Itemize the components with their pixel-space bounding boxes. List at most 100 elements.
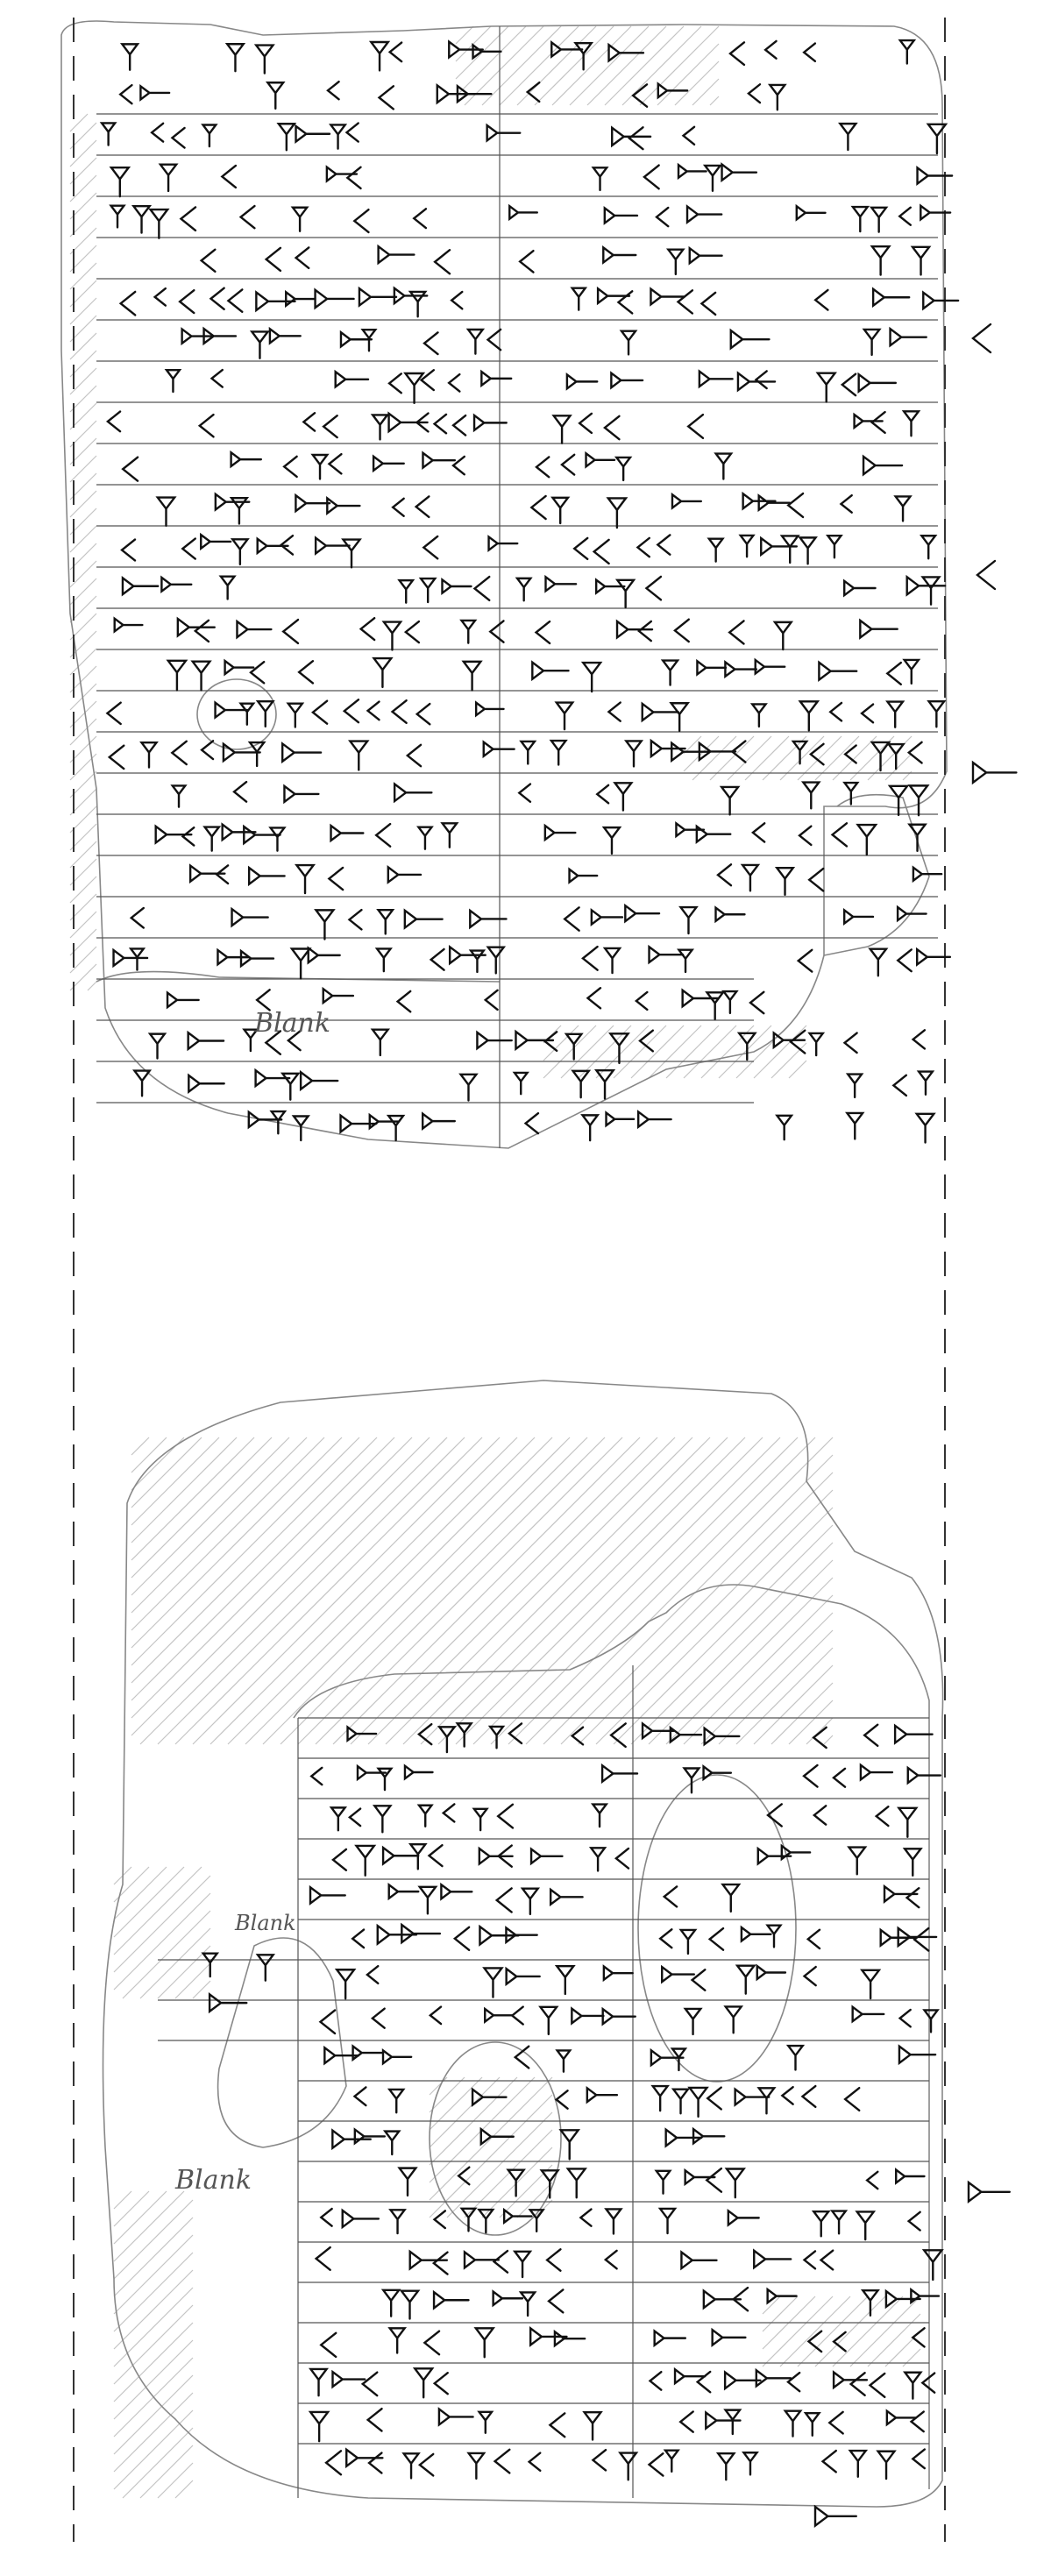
winkelhaken-wedge (366, 2407, 383, 2432)
hatch-line (481, 25, 562, 106)
cuneiform-wedge (554, 2090, 569, 2110)
vertical-wedge (477, 2410, 494, 2434)
cuneiform-wedge (265, 82, 286, 110)
cuneiform-wedge (222, 742, 261, 763)
horizontal-wedge (565, 373, 599, 391)
cuneiform-wedge (427, 1843, 444, 1868)
winkelhaken-wedge (264, 1030, 282, 1055)
hatch-line (516, 2182, 553, 2218)
horizontal-wedge (648, 944, 685, 965)
vertical-wedge (775, 1114, 794, 1141)
cuneiform-wedge (581, 945, 599, 971)
vertical-wedge (387, 2088, 406, 2114)
winkelhaken-wedge (911, 1029, 927, 1050)
horizontal-wedge (967, 2180, 1011, 2203)
horizontal-wedge (326, 496, 361, 515)
vertical-wedge (860, 1969, 882, 2000)
cuneiform-wedge (634, 990, 649, 1011)
cuneiform-wedge (506, 2168, 526, 2197)
horizontal-wedge (285, 289, 316, 309)
cuneiform-wedge (870, 410, 886, 435)
cuneiform-wedge (870, 245, 891, 276)
hatch-line (543, 1025, 597, 1079)
hatch-line (113, 1866, 167, 1920)
winkelhaken-wedge (728, 41, 746, 67)
vertical-wedge (166, 659, 188, 692)
cuneiform-wedge (802, 1965, 817, 1987)
winkelhaken-wedge (416, 1722, 433, 1746)
cuneiform-wedge (698, 369, 734, 389)
winkelhaken-wedge (472, 575, 491, 602)
cuneiform-wedge (760, 536, 799, 557)
horizontal-wedge (602, 1964, 634, 1983)
cuneiform-wedge (707, 1927, 725, 1951)
hatch-line (113, 1875, 211, 1973)
cuneiform-wedge (883, 1884, 919, 1904)
vertical-wedge (783, 2409, 803, 2438)
vertical-wedge (538, 2005, 559, 2036)
reverse-lacuna-right (637, 1774, 797, 2083)
horizontal-wedge (469, 908, 508, 930)
cuneiform-wedge (669, 1725, 703, 1744)
winkelhaken-wedge (351, 1928, 366, 1949)
horizontal-wedge (112, 947, 149, 969)
cuneiform-wedge (711, 2327, 747, 2347)
vertical-wedge (902, 2371, 923, 2400)
cuneiform-wedge (802, 1763, 819, 1788)
vertical-wedge (845, 1111, 865, 1140)
winkelhaken-wedge (486, 328, 502, 351)
horizontal-wedge (487, 535, 519, 552)
cuneiform-wedge (605, 1111, 636, 1128)
winkelhaken-wedge (898, 2008, 912, 2028)
winkelhaken-wedge (318, 2009, 337, 2035)
winkelhaken-wedge (513, 2045, 530, 2069)
cuneiform-wedge (471, 2087, 508, 2107)
vertical-wedge (862, 328, 882, 357)
horizontal-wedge (898, 2044, 937, 2066)
vertical-wedge (486, 946, 507, 975)
vertical-wedge (242, 1028, 259, 1053)
winkelhaken-wedge (170, 126, 186, 149)
winkelhaken-wedge (614, 1847, 630, 1870)
vertical-wedge (201, 1952, 220, 1978)
horizontal-wedge (341, 2208, 380, 2230)
winkelhaken-wedge (806, 1928, 821, 1950)
winkelhaken-wedge (255, 989, 271, 1011)
cuneiform-wedge (121, 576, 160, 597)
cuneiform-wedge (339, 1113, 378, 1134)
cuneiform-wedge (479, 2126, 515, 2147)
cuneiform-wedge (513, 2045, 530, 2069)
horizontal-wedge (664, 2127, 703, 2148)
horizontal-wedge (698, 369, 734, 389)
horizontal-wedge (661, 1964, 696, 1984)
winkelhaken-wedge (302, 412, 316, 432)
cuneiform-wedge (231, 906, 269, 928)
hatch-line (709, 96, 720, 106)
cuneiform-wedge (405, 743, 423, 768)
cuneiform-wedge (390, 699, 408, 725)
hatch-line (157, 1437, 465, 1745)
horizontal-wedge (585, 451, 616, 469)
cuneiform-wedge (967, 2180, 1011, 2203)
winkelhaken-wedge (780, 2085, 794, 2105)
vertical-wedge (539, 2169, 560, 2199)
hatch-line (69, 525, 97, 553)
horizontal-wedge (883, 1884, 919, 1904)
cuneiform-wedge (603, 2249, 618, 2270)
horizontal-wedge (188, 1073, 225, 1094)
vertical-wedge (678, 1928, 698, 1955)
winkelhaken-wedge (806, 2330, 823, 2353)
hatch-line (665, 1577, 834, 1745)
cuneiform-wedge (512, 1071, 529, 1096)
horizontal-wedge (590, 907, 624, 926)
hatch-line (69, 911, 97, 939)
hatch-line (174, 2480, 194, 2499)
winkelhaken-wedge (616, 290, 634, 315)
cuneiform-wedge (681, 988, 719, 1009)
cuneiform-wedge (348, 740, 370, 771)
winkelhaken-wedge (607, 701, 621, 722)
cuneiform-wedge (451, 414, 467, 436)
cuneiform-wedge (909, 2410, 925, 2433)
winkelhaken-wedge (319, 2207, 333, 2227)
cuneiform-wedge (403, 372, 426, 405)
